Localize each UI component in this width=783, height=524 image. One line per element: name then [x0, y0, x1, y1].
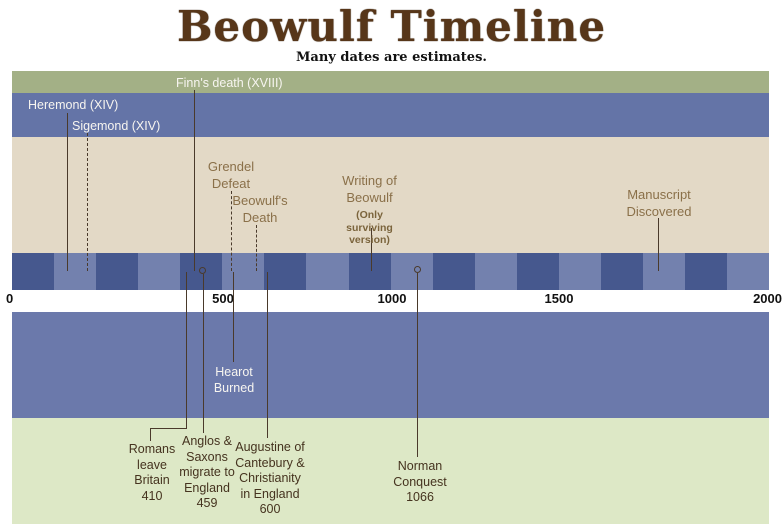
sigemond-label: Sigemond (XIV) [72, 119, 161, 133]
axis-tick-1500: 1500 [544, 291, 574, 306]
timeline-segment [138, 253, 181, 290]
finn-leader-line [194, 90, 195, 271]
hearot-leader-line [233, 272, 234, 362]
sigemond-leader-line [87, 133, 88, 271]
timeline-segment [642, 253, 685, 290]
manuscript-leader-line [658, 218, 659, 271]
grendel-defeat-label: Grendel Defeat [207, 159, 255, 191]
timeline-segment [600, 253, 643, 290]
timeline-bar [12, 253, 770, 290]
beowulf-death-label: Beowulf's Death [232, 193, 288, 225]
manuscript-discovered-label: Manuscript Discovered [626, 187, 692, 219]
timeline-segment [12, 253, 55, 290]
norman-point-marker [414, 266, 421, 273]
romans-leader-line [186, 272, 187, 428]
timeline-segment [96, 253, 139, 290]
timeline-segment [54, 253, 97, 290]
band-green-bottom [12, 418, 769, 524]
page-subtitle: Many dates are estimates. [296, 50, 487, 65]
band-green-top [12, 71, 769, 93]
timeline-segment [222, 253, 265, 290]
band-tan [12, 137, 769, 253]
timeline-segment [432, 253, 475, 290]
hearot-burned-label: Hearot Burned [213, 365, 255, 395]
beowulf-death-leader-line [256, 225, 257, 271]
norman-leader-line [417, 273, 418, 457]
anglos-saxons-label: Anglos & Saxons migrate to England 459 [179, 434, 235, 510]
timeline-segment [306, 253, 349, 290]
writing-of-beowulf-note: (Only surviving version) [346, 209, 393, 246]
anglos-point-marker [199, 267, 206, 274]
timeline-segment [474, 253, 517, 290]
writing-leader-line [371, 228, 372, 271]
timeline-segment [348, 253, 391, 290]
axis-tick-1000: 1000 [377, 291, 407, 306]
norman-conquest-label: Norman Conquest 1066 [393, 459, 447, 504]
finn-death-label: Finn's death (XVIII) [176, 76, 283, 90]
timeline-segment [390, 253, 433, 290]
heremond-leader-line [67, 113, 68, 271]
band-blue-bottom [12, 312, 769, 418]
augustine-leader-line [267, 272, 268, 438]
grendel-leader-line [231, 191, 232, 271]
timeline-segment [727, 253, 770, 290]
band-blue-top [12, 93, 769, 137]
timeline-segment [685, 253, 728, 290]
romans-leave-britain-label: Romans leave Britain 410 [128, 442, 176, 503]
axis-tick-500: 500 [212, 291, 234, 306]
axis-tick-0: 0 [6, 291, 14, 306]
heremond-label: Heremond (XIV) [28, 98, 119, 112]
writing-of-beowulf-main: Writing of Beowulf [342, 173, 397, 205]
augustine-label: Augustine of Cantebury & Christianity in… [235, 440, 305, 516]
timeline-segment [264, 253, 307, 290]
page-title: Beowulf Timeline [176, 2, 607, 51]
romans-leader-stub [150, 428, 151, 441]
romans-leader-elbow [150, 428, 187, 429]
axis-tick-2000: 2000 [753, 291, 782, 306]
timeline-segment [516, 253, 559, 290]
timeline-segment [558, 253, 601, 290]
writing-of-beowulf-label: Writing of Beowulf (Only surviving versi… [327, 155, 412, 264]
anglos-leader-line [203, 274, 204, 433]
